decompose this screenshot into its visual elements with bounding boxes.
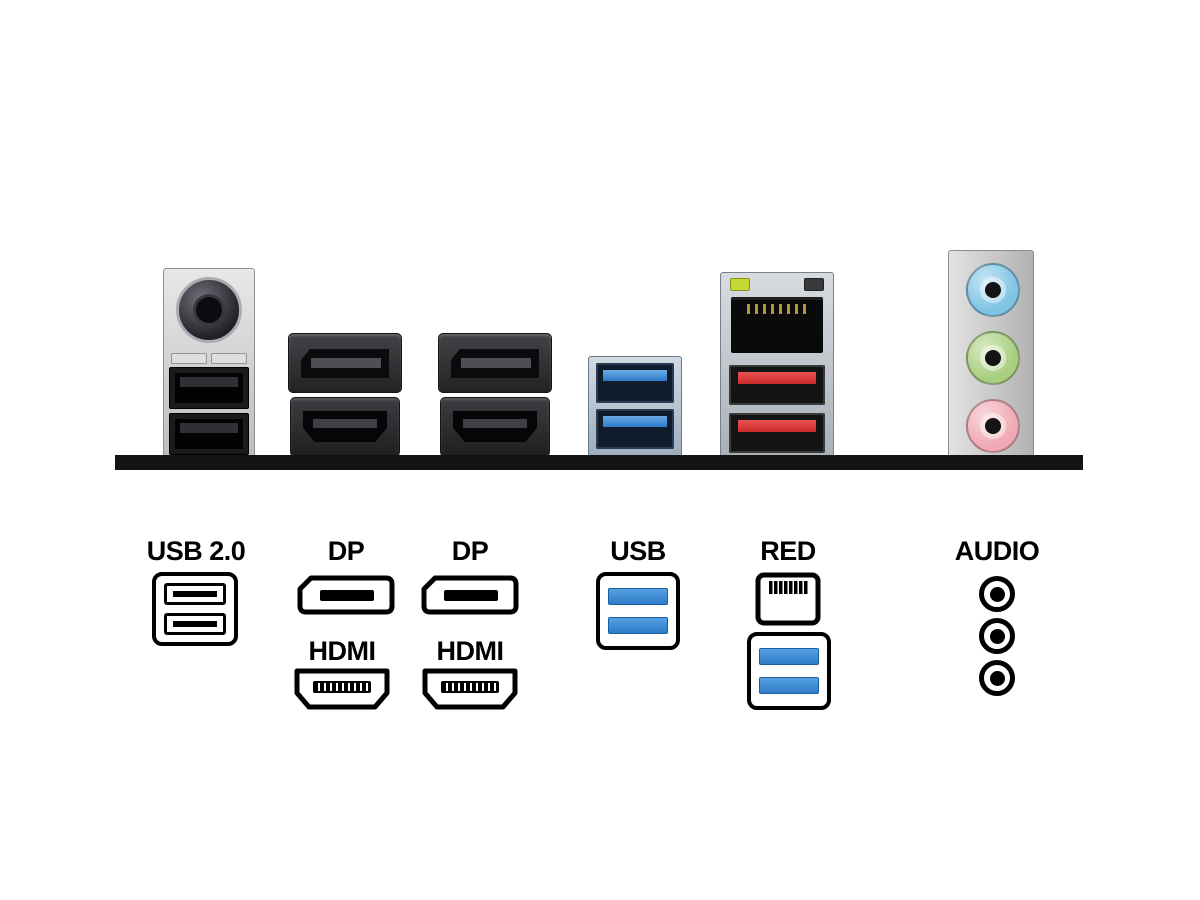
usb-tongue-icon xyxy=(173,591,217,598)
legend-label-dp-2: DP xyxy=(451,536,489,566)
usb-tongue xyxy=(738,420,816,432)
usb-port-icon xyxy=(164,583,226,606)
jack-hole xyxy=(985,418,1001,434)
bracket-tab xyxy=(211,353,247,364)
hdmi-icon xyxy=(294,668,390,710)
io-shield-bar xyxy=(115,455,1083,470)
displayport-icon xyxy=(421,575,519,615)
displayport-port xyxy=(438,333,552,393)
ps2-connector-hole xyxy=(196,297,222,323)
legend-label-hdmi-1: HDMI xyxy=(308,636,377,666)
usb3-port xyxy=(596,409,674,449)
dp-tongue xyxy=(461,358,531,368)
legend-label-dp-1: DP xyxy=(327,536,365,566)
dp-hdmi-block xyxy=(438,333,552,459)
red-usb-port xyxy=(729,413,825,453)
usb3-port-icon xyxy=(759,677,819,694)
lan-usb-block xyxy=(720,272,834,460)
dp-hdmi-block xyxy=(288,333,402,459)
hdmi-tongue xyxy=(313,419,377,428)
usb3-port-icon xyxy=(759,648,819,665)
audio-jack-icon xyxy=(979,618,1015,654)
usb3-tongue xyxy=(603,416,667,427)
hdmi-port xyxy=(440,397,550,457)
usb-tongue xyxy=(180,377,238,387)
usb3-dual-port-icon xyxy=(747,632,831,710)
bracket-tab xyxy=(171,353,207,364)
lan-led-dark xyxy=(804,278,824,291)
jack-hole xyxy=(985,350,1001,366)
usb-tongue xyxy=(738,372,816,384)
dp-tongue xyxy=(311,358,381,368)
rj45-pins xyxy=(747,304,807,314)
legend-label-audio: AUDIO xyxy=(954,536,1040,566)
jack-hole xyxy=(985,282,1001,298)
audio-jack-line-in xyxy=(966,263,1020,317)
usb3-port xyxy=(596,363,674,403)
usb-port-icon xyxy=(164,612,226,635)
usb-tongue xyxy=(180,423,238,433)
red-usb-port xyxy=(729,365,825,405)
legend-label-red: RED xyxy=(760,536,816,566)
legend-label-usb: USB xyxy=(610,536,666,566)
hdmi-tongue xyxy=(463,419,527,428)
jack-hole-icon xyxy=(989,670,1005,686)
usb3-tongue xyxy=(603,370,667,381)
usb3-port-icon xyxy=(608,617,668,634)
usb2-port xyxy=(169,367,249,409)
ethernet-port xyxy=(731,297,823,353)
lan-led-green xyxy=(730,278,750,291)
ps2-usb2-block xyxy=(163,268,255,458)
audio-block xyxy=(948,250,1034,458)
hdmi-port xyxy=(290,397,400,457)
jack-hole-icon xyxy=(989,586,1005,602)
ps2-port xyxy=(176,277,242,343)
legend-label-hdmi-2: HDMI xyxy=(436,636,505,666)
audio-jack-line-out xyxy=(966,331,1020,385)
usb2-dual-port-icon xyxy=(152,572,238,646)
usb-tongue-icon xyxy=(173,620,217,627)
displayport-port xyxy=(288,333,402,393)
legend-label-usb-2-0: USB 2.0 xyxy=(146,536,246,566)
audio-jack-icon xyxy=(979,576,1015,612)
audio-jack-icon xyxy=(979,660,1015,696)
jack-hole-icon xyxy=(989,628,1005,644)
usb3-dual-port-icon xyxy=(596,572,680,650)
audio-jack-mic xyxy=(966,399,1020,453)
hdmi-icon xyxy=(422,668,518,710)
ethernet-port-icon xyxy=(755,572,821,626)
displayport-icon xyxy=(297,575,395,615)
usb3-port-icon xyxy=(608,588,668,605)
usb2-port xyxy=(169,413,249,455)
usb3-block xyxy=(588,356,682,458)
